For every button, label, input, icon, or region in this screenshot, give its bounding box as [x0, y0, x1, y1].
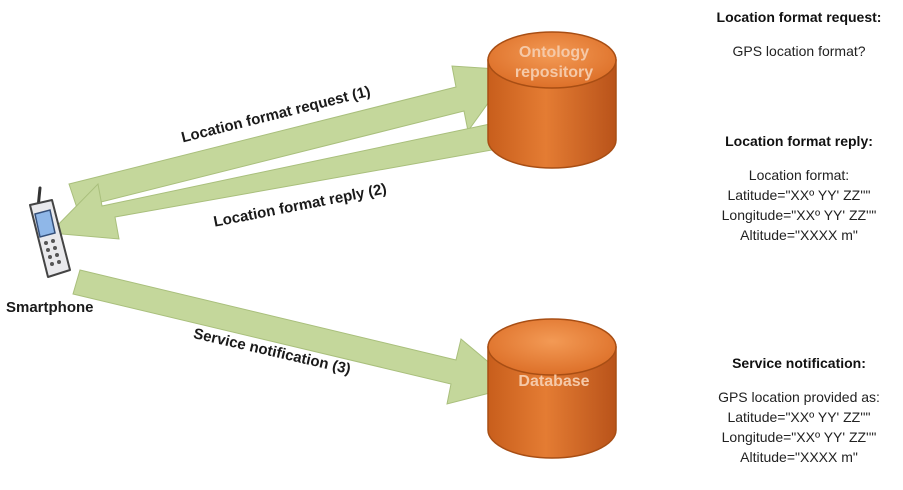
- notification-info-line: Altitude="XXXX m": [740, 449, 858, 465]
- reply-info-title: Location format reply:: [725, 133, 873, 149]
- database-cylinder: [487, 318, 617, 459]
- notification-info-line: Latitude="XXº YY' ZZ''": [727, 409, 871, 425]
- reply-info-line: Latitude="XXº YY' ZZ''": [727, 187, 871, 203]
- reply-info-line: Location format:: [748, 167, 850, 183]
- mobile-phone-icon: [29, 186, 71, 278]
- notification-info-panel: Service notification: GPS location provi…: [704, 353, 894, 467]
- smartphone-label: Smartphone: [6, 299, 94, 316]
- notification-info-line: Longitude="XXº YY' ZZ''": [721, 429, 877, 445]
- notification-info-line: GPS location provided as:: [718, 389, 880, 405]
- reply-info-line: Altitude="XXXX m": [740, 227, 858, 243]
- ontology-label-line1: Ontology: [519, 44, 589, 61]
- ontology-repository-cylinder: [487, 31, 617, 169]
- notification-info-title: Service notification:: [732, 355, 866, 371]
- reply-info-line: Longitude="XXº YY' ZZ''": [721, 207, 877, 223]
- request-info-panel: Location format request: GPS location fo…: [704, 7, 894, 61]
- request-info-line: GPS location format?: [732, 43, 866, 59]
- request-info-title: Location format request:: [716, 9, 882, 25]
- notification-arrow: [72, 269, 519, 405]
- reply-info-panel: Location format reply: Location format: …: [704, 131, 894, 245]
- database-label: Database: [518, 373, 589, 390]
- ontology-label-line2: repository: [515, 64, 593, 81]
- reply-arrow: [48, 123, 493, 240]
